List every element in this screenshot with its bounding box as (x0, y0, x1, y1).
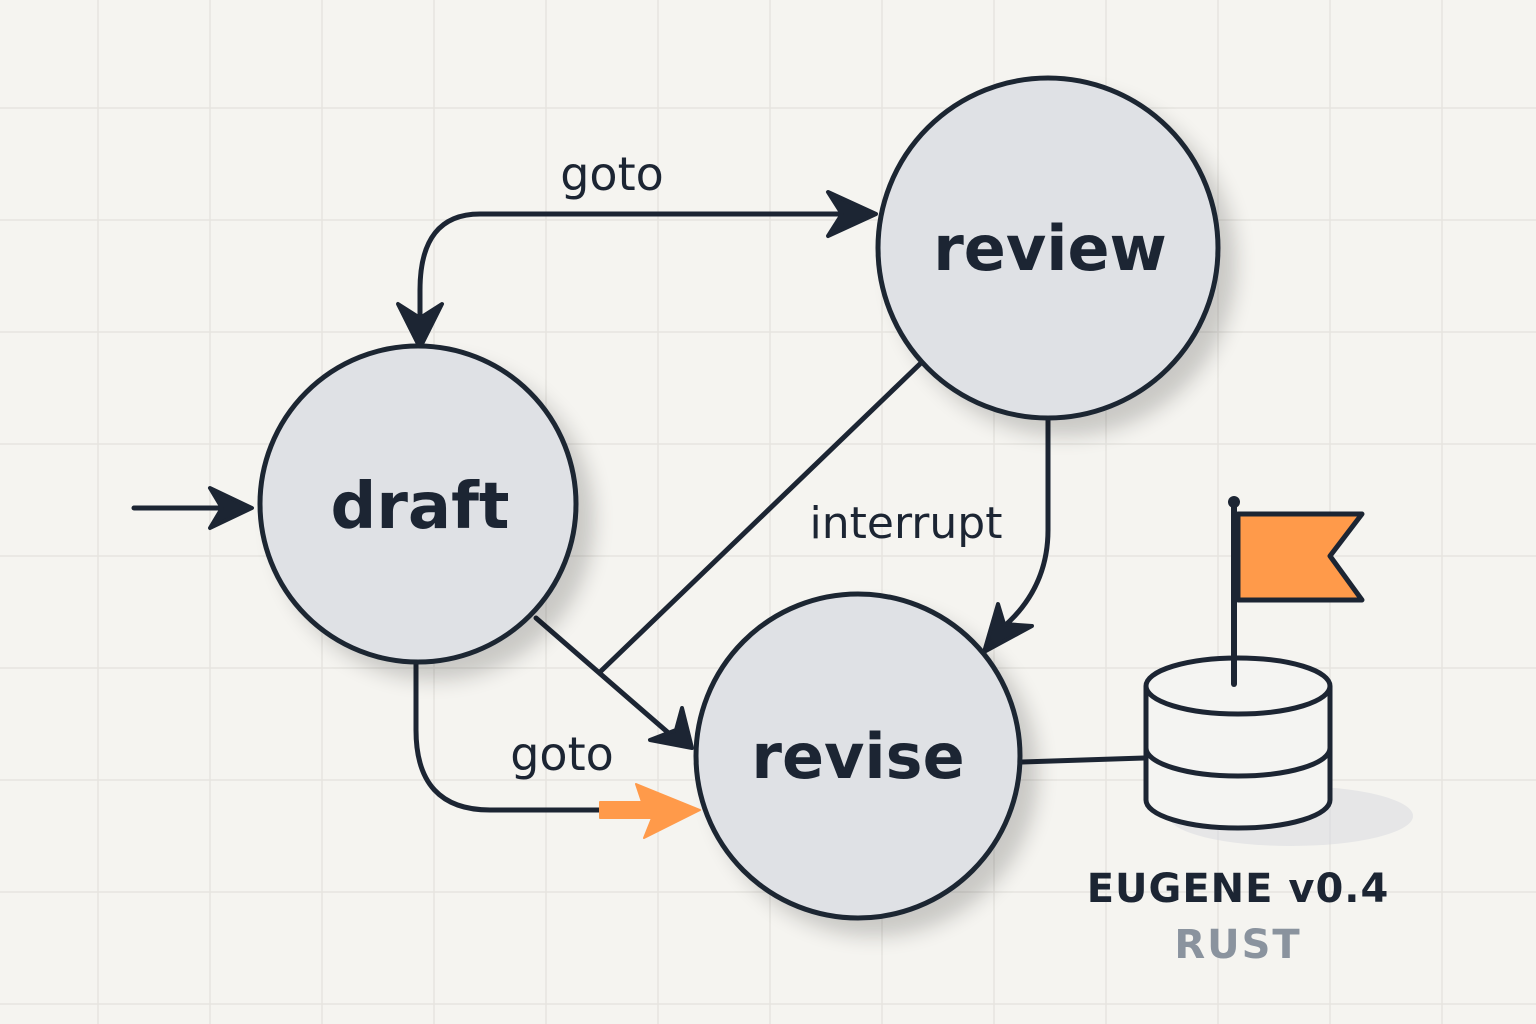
arrowhead-revise-diagonal (648, 706, 694, 750)
arrowhead-draft (396, 302, 444, 350)
edge-label-goto-top: goto (560, 147, 664, 201)
node-review[interactable] (875, 75, 1221, 421)
node-label-revise: revise (751, 720, 964, 793)
edge-review-revise (997, 407, 1051, 633)
edge-label-goto-bottom: goto (510, 727, 614, 781)
edges (131, 211, 1147, 813)
edge-draft-revise-diagonal (533, 615, 675, 739)
edge-interrupt (597, 359, 925, 675)
arrowhead-entry (208, 486, 254, 530)
node-label-review: review (933, 212, 1167, 285)
badge-subtitle: RUST (1174, 922, 1301, 968)
arrowhead-review (826, 190, 878, 238)
edge-goto-bottom (413, 661, 611, 813)
edge-revise-database (1019, 755, 1147, 765)
arrowheads (208, 190, 1034, 750)
badge-title: EUGENE v0.4 (1087, 866, 1390, 912)
node-label-draft: draft (331, 470, 510, 544)
edge-label-interrupt: interrupt (810, 498, 1003, 549)
node-draft[interactable] (257, 343, 579, 665)
edge-goto-top (417, 211, 871, 333)
arrowhead-revise-bottom (599, 783, 701, 839)
flag-icon (1228, 496, 1365, 687)
node-revise[interactable] (693, 591, 1023, 921)
database-icon (1143, 655, 1413, 846)
arrowhead-revise-top (982, 602, 1034, 654)
